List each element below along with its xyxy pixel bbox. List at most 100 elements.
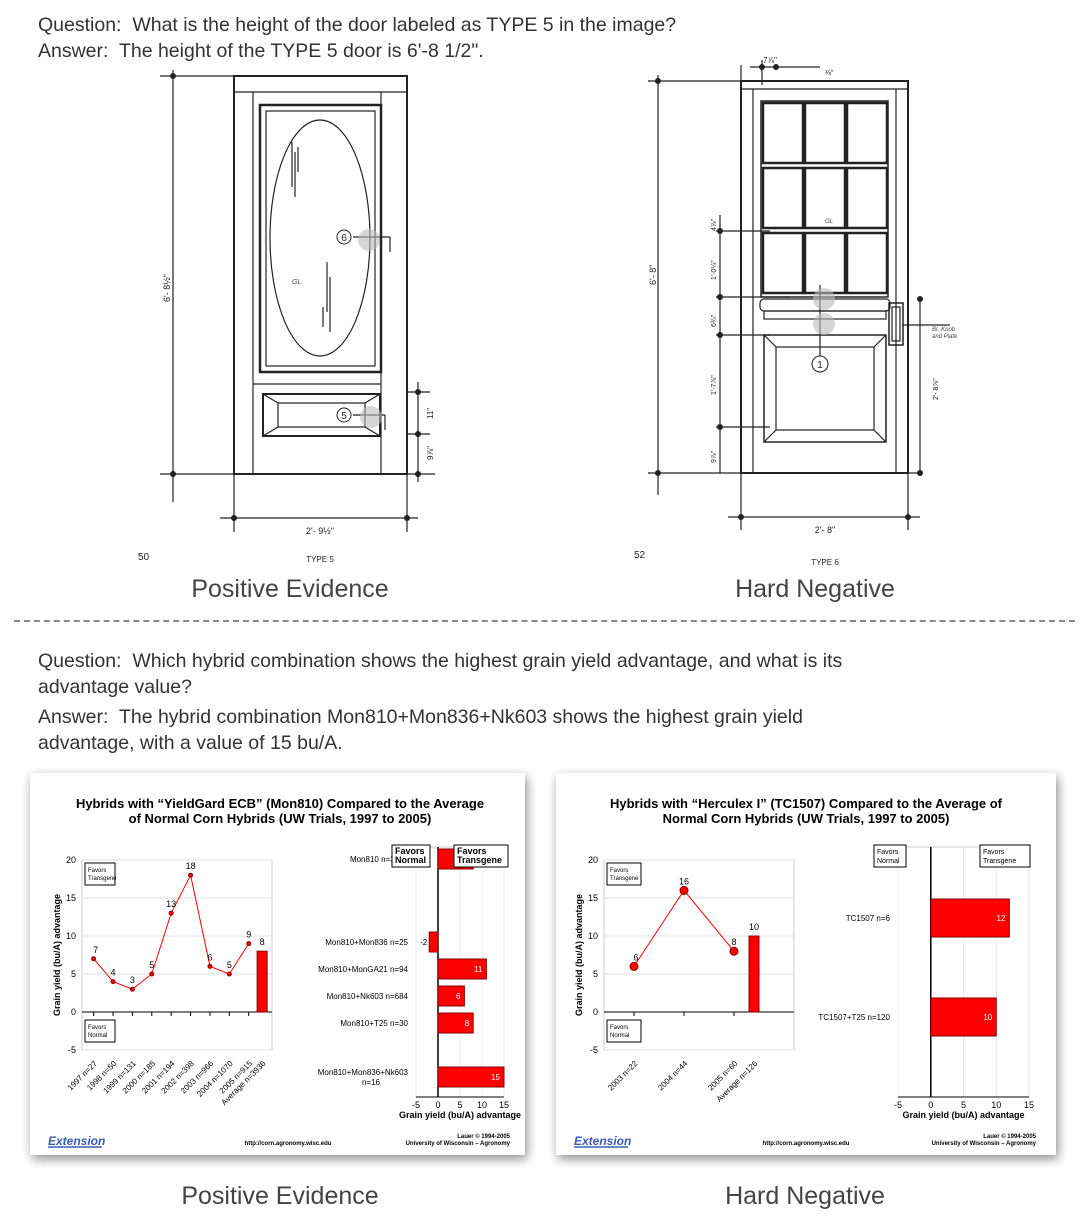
favors-transgene-text-1: Favors [88,868,106,874]
x-tick-label: -5 [894,1100,902,1110]
average-bar [256,950,268,1013]
top-dim-a: 7⅞" [763,56,777,65]
legend-favors-normal-2: Normal [877,858,900,865]
positive-caption-1: Positive Evidence [191,575,389,603]
favors-transgene-box [84,862,116,886]
x-tick-label: 5 [457,1100,462,1110]
line-plot-area [603,859,795,1051]
door-type5-drawing: 6 5 GL 6'- 8½" 2'- 9½" 11" 9⅞" 50 TYPE 5 [138,70,435,564]
x-tick-label: -5 [412,1100,420,1110]
legend-favors-transgene [453,844,509,868]
y-tick-label: 10 [588,931,598,941]
bar-value-label: 8 [465,1019,470,1028]
answer-label: Answer: [38,706,109,728]
callout-6: 6 [341,233,347,244]
legend-favors-normal-1: Favors [877,849,899,856]
question-text-line1: Which hybrid combination shows the highe… [132,650,843,672]
legend-favors-transgene-1: Favors [457,846,487,856]
y-tick-label: 0 [593,1007,598,1017]
chart-card-negative: Hybrids with “Herculex I” (TC1507) Compa… [556,773,1056,1155]
bar-category-label: TC1507+T25 n=120 [818,1013,890,1022]
data-point [207,963,213,969]
left-dim-5: 9⅞" [711,450,718,463]
data-point [679,885,689,895]
bar-value-label: -2 [420,938,428,947]
knob-label-1: Br. Knob [932,327,956,333]
data-point [226,971,232,977]
chart-title-line-1: Hybrids with “Herculex I” (TC1507) Compa… [610,796,1003,811]
chart-negative-svg: Hybrids with “Herculex I” (TC1507) Compa… [574,796,1037,1148]
favors-transgene-box [606,862,642,886]
favors-transgene-text-2: Transgene [88,876,117,882]
negative-caption-2: Hard Negative [725,1182,885,1210]
x-tick-label: 10 [477,1100,487,1110]
data-point [149,971,155,977]
chart-title-line-2: of Normal Corn Hybrids (UW Trials, 1997 … [129,811,432,826]
answer-label: Answer: [38,40,109,62]
y-tick-label: 20 [588,855,598,865]
footer-credit-2: University of Wisconsin – Agronomy [932,1141,1037,1147]
x-tick-label: 5 [961,1100,966,1110]
extension-logo: Extension [48,1134,105,1148]
section-divider [14,620,1075,622]
bar-category-label: Mon810+Mon836 n=25 [325,938,408,947]
chart-positive-svg: Hybrids with “YieldGard ECB” (Mon810) Co… [48,796,521,1148]
type6-label: TYPE 6 [811,558,839,567]
data-point [91,956,97,962]
bar [437,1066,505,1088]
favors-transgene-text-2: Transgene [610,876,639,882]
page-number-52: 52 [634,550,646,561]
footer-credit-1: Lauer © 1994-2005 [457,1133,510,1140]
left-dim-2: 1'-0¼" [711,260,718,280]
data-label: 18 [186,861,196,871]
data-label: 6 [633,952,638,962]
y-axis-label: Grain yield (bu/A) advantage [52,894,62,1016]
data-label: 6 [207,952,212,962]
question-text: What is the height of the door labeled a… [132,14,677,36]
top-dim-b: ⅜" [825,70,834,77]
question-1: Question: What is the height of the door… [38,12,676,38]
data-point [129,986,135,992]
bar-category-label: TC1507 n=6 [846,914,891,923]
callout-5: 5 [341,411,347,422]
question-label: Question: [38,650,122,672]
data-label: 13 [166,899,176,909]
data-point [188,872,194,878]
footer-url: http://corn.agronomy.wisc.edu [763,1141,850,1147]
y-tick-label: -5 [68,1045,76,1055]
height-dim-6: 6'- 8" [648,265,658,285]
legend-favors-transgene-2: Transgene [983,858,1016,865]
bar-category-label: Mon810+T25 n=30 [340,1019,408,1028]
favors-normal-text-2: Normal [610,1033,629,1039]
average-label: 8 [260,937,265,947]
y-axis-label: Grain yield (bu/A) advantage [574,894,584,1016]
data-point [629,961,639,971]
average-bar [748,935,760,1013]
y-tick-label: -5 [590,1045,598,1055]
bar-category-label: Mon810+Nk603 n=684 [327,992,409,1001]
data-label: 5 [227,960,232,970]
bar [437,985,465,1007]
y-tick-label: 20 [66,855,76,865]
width-dim-6: 2'- 8" [815,525,835,535]
chart-title-line-2: Normal Corn Hybrids (UW Trials, 1997 to … [663,811,950,826]
bar [437,1012,474,1034]
bar-value-label: 12 [996,914,1005,923]
answer-text-line1: The hybrid combination Mon810+Mon836+Nk6… [118,706,803,728]
legend-favors-normal-1: Favors [395,846,425,856]
glass-label: GL [292,279,301,286]
data-point [246,941,252,947]
question-label: Question: [38,14,122,36]
answer-2: Answer: The hybrid combination Mon810+Mo… [38,704,803,756]
favors-normal-box [606,1019,642,1043]
bar [437,958,487,980]
extension-logo: Extension [574,1134,631,1148]
data-label: 16 [679,876,689,886]
bar-category-label: Mon810 n=3014 [350,855,409,864]
legend-favors-normal-2: Normal [395,855,426,865]
x-tick-label: 0 [435,1100,440,1110]
bar-value-label: 10 [983,1013,992,1022]
bar [428,931,439,953]
knob-label-2: and Plate [932,334,958,340]
chart-card-positive: Hybrids with “YieldGard ECB” (Mon810) Co… [30,773,525,1155]
